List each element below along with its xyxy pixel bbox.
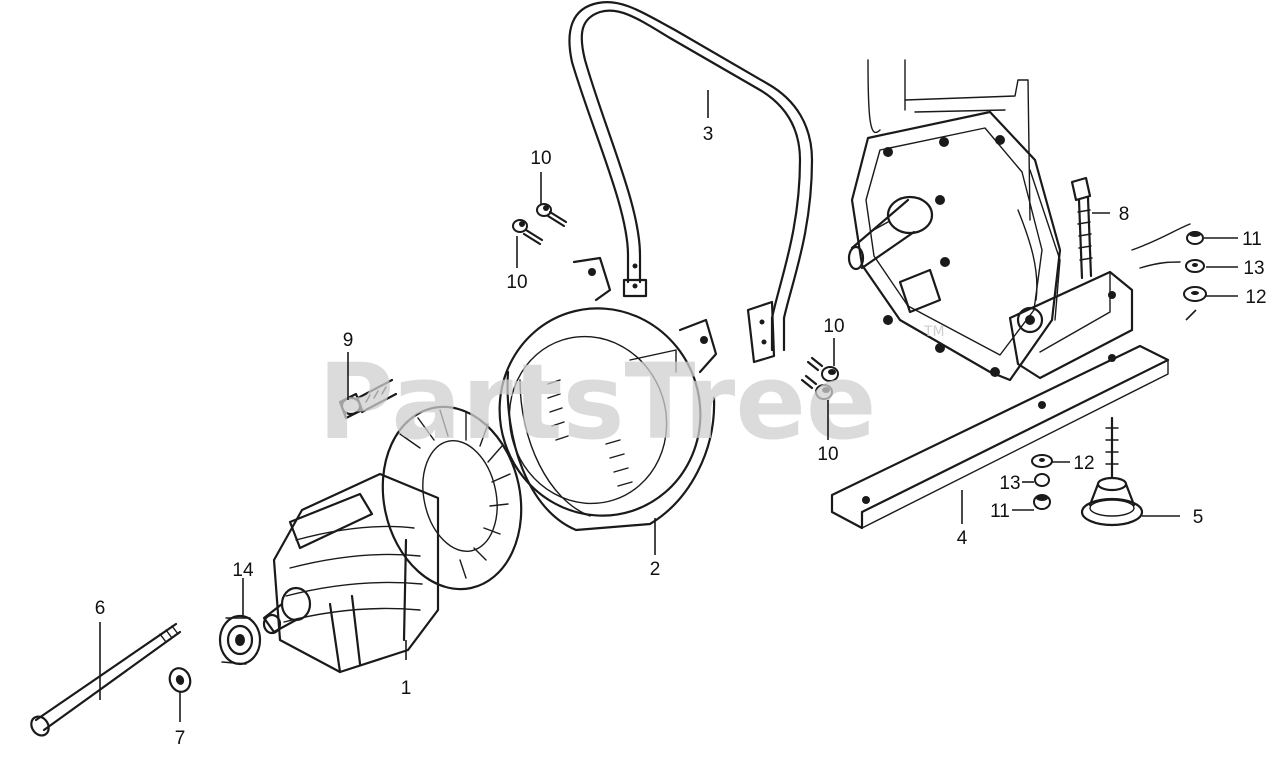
bearing — [218, 614, 262, 666]
callout-13-right: 13 — [1243, 258, 1264, 279]
watermark-trademark: TM — [923, 324, 945, 340]
callout-9: 9 — [343, 330, 354, 351]
nut-washer-set-right — [1183, 231, 1207, 302]
callout-8: 8 — [1119, 204, 1130, 225]
callout-12-lower: 12 — [1073, 453, 1094, 474]
callout-3: 3 — [703, 124, 714, 145]
watermark-text: PartsTree — [318, 341, 876, 463]
callout-2: 2 — [650, 559, 661, 580]
fan-cover — [498, 256, 718, 532]
through-bolt — [30, 622, 182, 737]
callout-10-lower-right: 10 — [817, 444, 838, 465]
callout-11-lower: 11 — [990, 501, 1010, 522]
rotor-stator-assembly — [262, 405, 523, 674]
screw-pair-lower — [800, 356, 839, 400]
handle-frame — [568, 1, 814, 364]
screw-pair-upper — [512, 203, 568, 246]
nut-washer-set-lower — [1031, 454, 1053, 510]
callout-5: 5 — [1193, 507, 1204, 528]
flange-bolt-9 — [338, 378, 398, 420]
callout-12-right: 12 — [1245, 287, 1266, 308]
washer — [168, 667, 192, 693]
callout-numbers: 1 2 3 4 5 6 7 8 9 10 10 10 10 11 11 12 1… — [95, 124, 1267, 749]
callout-1: 1 — [401, 678, 412, 699]
callout-10-upper-right: 10 — [823, 316, 844, 337]
callout-10-lower-left: 10 — [506, 272, 527, 293]
callout-13-lower: 13 — [999, 473, 1020, 494]
callout-11-right: 11 — [1242, 229, 1262, 250]
rubber-mount — [1080, 416, 1144, 527]
callout-6: 6 — [95, 598, 106, 619]
flange-bolt-8 — [1070, 176, 1093, 280]
callout-14: 14 — [232, 560, 254, 581]
callout-7: 7 — [175, 728, 186, 749]
leader-lines — [99, 90, 1238, 722]
engine-crankcase — [847, 59, 1191, 382]
callout-4: 4 — [957, 528, 968, 549]
callout-10-upper-left: 10 — [530, 148, 551, 169]
frame-rail — [830, 344, 1170, 530]
